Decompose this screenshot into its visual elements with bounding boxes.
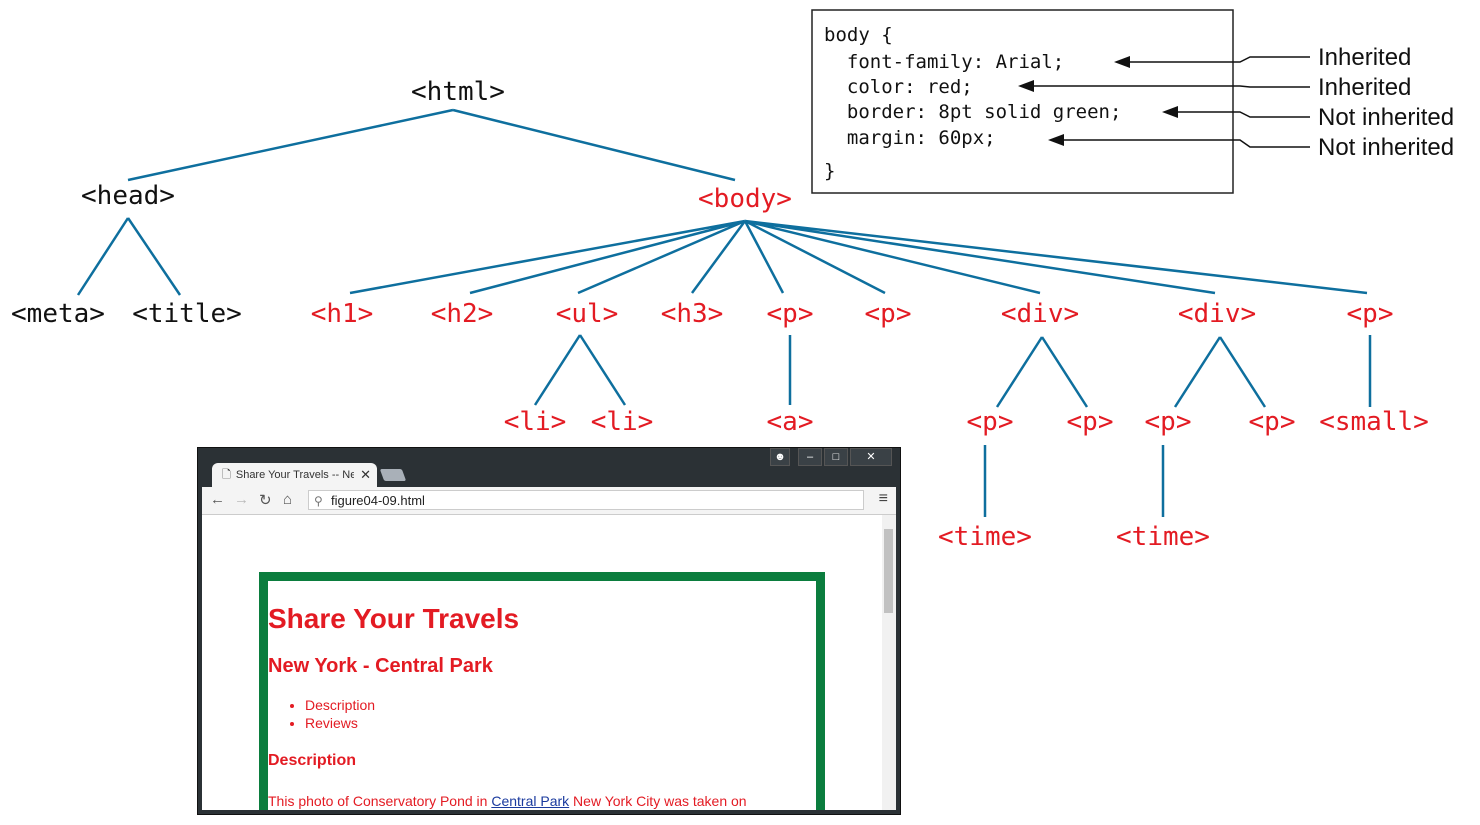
node-time: <time>: [1116, 522, 1210, 552]
scrollbar[interactable]: [882, 515, 896, 810]
browser-toolbar: ← → ↻ ⌂ ⚲ figure04-09.html ≡: [202, 487, 896, 515]
search-icon: ⚲: [314, 494, 323, 508]
back-icon[interactable]: ←: [210, 491, 225, 508]
browser-tab[interactable]: 🗋 Share Your Travels -- New ✕: [212, 463, 377, 487]
annotation-label: Inherited: [1318, 74, 1411, 101]
list-item: Reviews: [305, 714, 816, 732]
reload-icon[interactable]: ↻: [259, 492, 272, 509]
code-line: border: 8pt solid green;: [824, 101, 1121, 123]
page-heading: Share Your Travels: [268, 603, 520, 634]
node-a: <a>: [767, 407, 814, 437]
node-p: <p>: [1145, 407, 1192, 437]
node-li: <li>: [591, 407, 654, 437]
page-subheading: New York - Central Park: [268, 655, 493, 677]
code-line: color: red;: [824, 76, 973, 98]
css-code-box: body { font-family: Arial; color: red; b…: [811, 9, 1234, 194]
home-icon[interactable]: ⌂: [283, 491, 293, 508]
annotation-label: Not inherited: [1318, 104, 1454, 131]
node-p: <p>: [865, 299, 912, 329]
node-h2: <h2>: [431, 299, 494, 329]
page-icon: 🗋: [222, 468, 231, 481]
code-line: }: [824, 160, 835, 182]
url-text: figure04-09.html: [331, 493, 425, 508]
node-ul: <ul>: [556, 299, 619, 329]
scrollbar-thumb[interactable]: [884, 529, 893, 613]
node-small: <small>: [1319, 407, 1429, 437]
code-line: body {: [824, 24, 893, 46]
paragraph: This photo of Conservatory Pond in Centr…: [268, 793, 816, 809]
node-title: <title>: [132, 299, 242, 329]
user-icon[interactable]: ☻: [770, 448, 790, 466]
node-div: <div>: [1001, 299, 1079, 329]
browser-window: ☻ – □ ✕ 🗋 Share Your Travels -- New ✕ ← …: [197, 447, 901, 815]
annotation-arrows: [1018, 56, 1310, 148]
maximize-button[interactable]: □: [824, 448, 848, 466]
node-p: <p>: [767, 299, 814, 329]
window-controls: ☻ – □ ✕: [770, 448, 892, 466]
central-park-link[interactable]: Central Park: [491, 793, 570, 809]
forward-icon[interactable]: →: [234, 491, 249, 508]
code-line: font-family: Arial;: [824, 51, 1064, 73]
annotation-label: Inherited: [1318, 44, 1411, 71]
node-p: <p>: [1347, 299, 1394, 329]
node-h3: <h3>: [661, 299, 724, 329]
minimize-button[interactable]: –: [798, 448, 822, 466]
list-item: Description: [305, 696, 816, 714]
tree-edges: [76, 108, 1372, 517]
section-heading: Description: [268, 752, 357, 769]
address-bar[interactable]: ⚲ figure04-09.html: [308, 490, 864, 510]
node-h1: <h1>: [311, 299, 374, 329]
paragraph-text: New York City was taken on: [569, 793, 747, 809]
node-body: <body>: [698, 184, 792, 214]
node-p: <p>: [967, 407, 1014, 437]
close-tab-icon[interactable]: ✕: [360, 467, 371, 482]
node-p: <p>: [1067, 407, 1114, 437]
annotation-label: Not inherited: [1318, 134, 1454, 161]
page-viewport: Share Your Travels New York - Central Pa…: [202, 515, 896, 810]
node-div: <div>: [1178, 299, 1256, 329]
node-p: <p>: [1249, 407, 1296, 437]
new-tab-button[interactable]: [379, 469, 407, 481]
tab-title: Share Your Travels -- New: [235, 469, 354, 481]
node-li: <li>: [504, 407, 567, 437]
node-time: <time>: [938, 522, 1032, 552]
node-meta: <meta>: [11, 299, 105, 329]
page-list: Description Reviews: [268, 696, 816, 732]
code-line: margin: 60px;: [824, 127, 996, 149]
node-head: <head>: [81, 181, 175, 211]
node-html: <html>: [411, 77, 505, 107]
close-window-button[interactable]: ✕: [850, 448, 892, 466]
menu-icon[interactable]: ≡: [878, 490, 888, 507]
page-body: Share Your Travels New York - Central Pa…: [259, 572, 825, 810]
paragraph-text: This photo of Conservatory Pond in: [268, 793, 492, 809]
